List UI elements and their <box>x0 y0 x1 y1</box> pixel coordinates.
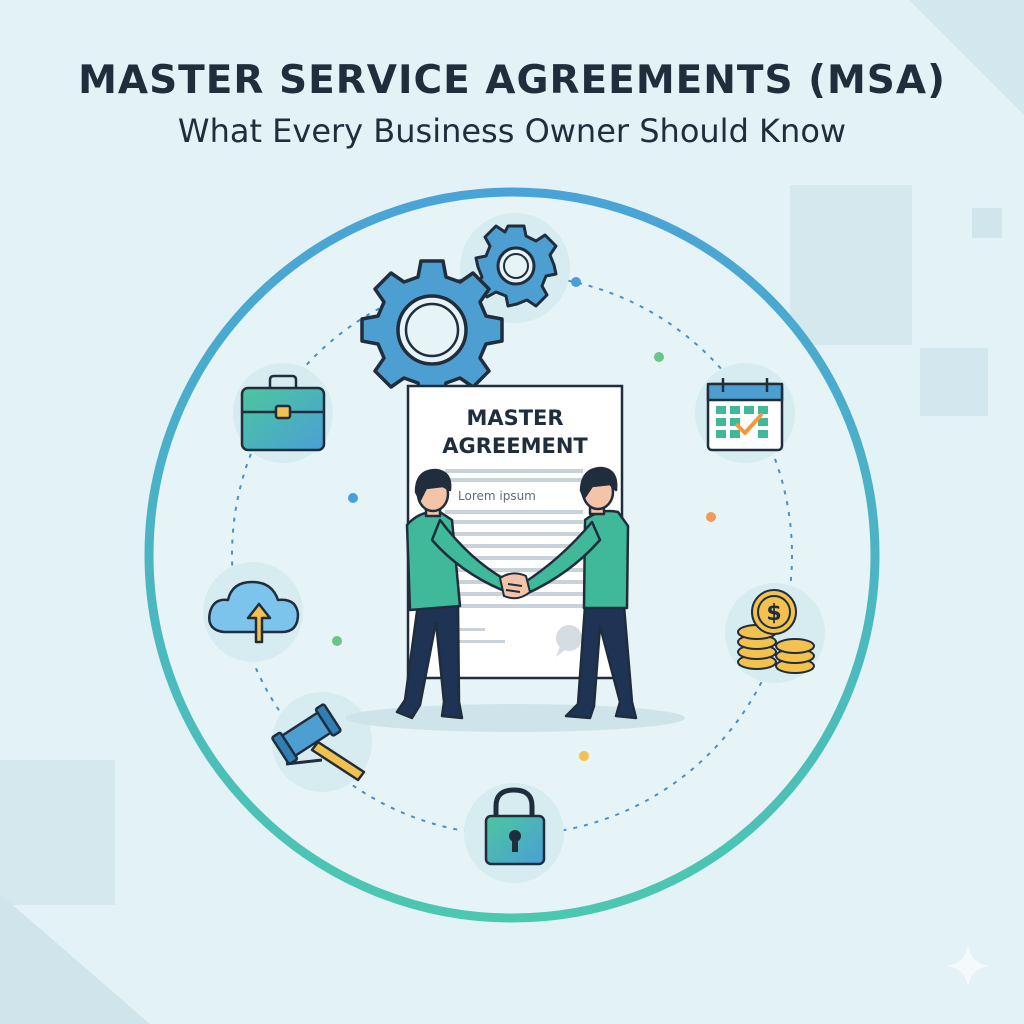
document-placeholder-text: Lorem ipsum <box>458 489 536 503</box>
page-title: MASTER SERVICE AGREEMENTS (MSA) <box>78 58 946 103</box>
ground-shadow <box>345 704 685 732</box>
bg-square-right-mid <box>920 348 988 416</box>
dot-green <box>654 352 664 362</box>
dot-orange <box>706 512 716 522</box>
sparkle-icon <box>946 944 990 988</box>
gavel-icon <box>271 703 366 782</box>
cloud-upload-icon <box>208 580 300 644</box>
document-heading-line1: MASTER <box>466 406 563 430</box>
bg-square-right-small <box>972 208 1002 238</box>
handshake <box>498 572 532 600</box>
page-subtitle: What Every Business Owner Should Know <box>177 112 847 150</box>
gear-small-icon <box>474 224 558 308</box>
bg-triangle-bottom-left <box>0 894 150 1024</box>
padlock-icon <box>484 787 546 866</box>
briefcase-icon <box>240 374 326 452</box>
gear-large-icon <box>360 259 504 401</box>
dollar-coins-icon: $ <box>737 589 815 674</box>
bg-square-right-large <box>790 185 912 345</box>
dot-yellow <box>579 751 589 761</box>
bg-square-left-bottom <box>0 760 115 905</box>
svg-text:$: $ <box>766 601 781 626</box>
document-heading-line2: AGREEMENT <box>442 434 588 458</box>
person-left <box>395 468 508 720</box>
dot-blue-left <box>348 493 358 503</box>
dashed-orbit <box>231 274 793 836</box>
dot-blue <box>571 277 581 287</box>
bg-triangle-top-right <box>909 0 1024 115</box>
person-right <box>520 466 638 720</box>
dot-green-left <box>332 636 342 646</box>
calendar-check-icon <box>706 378 784 452</box>
